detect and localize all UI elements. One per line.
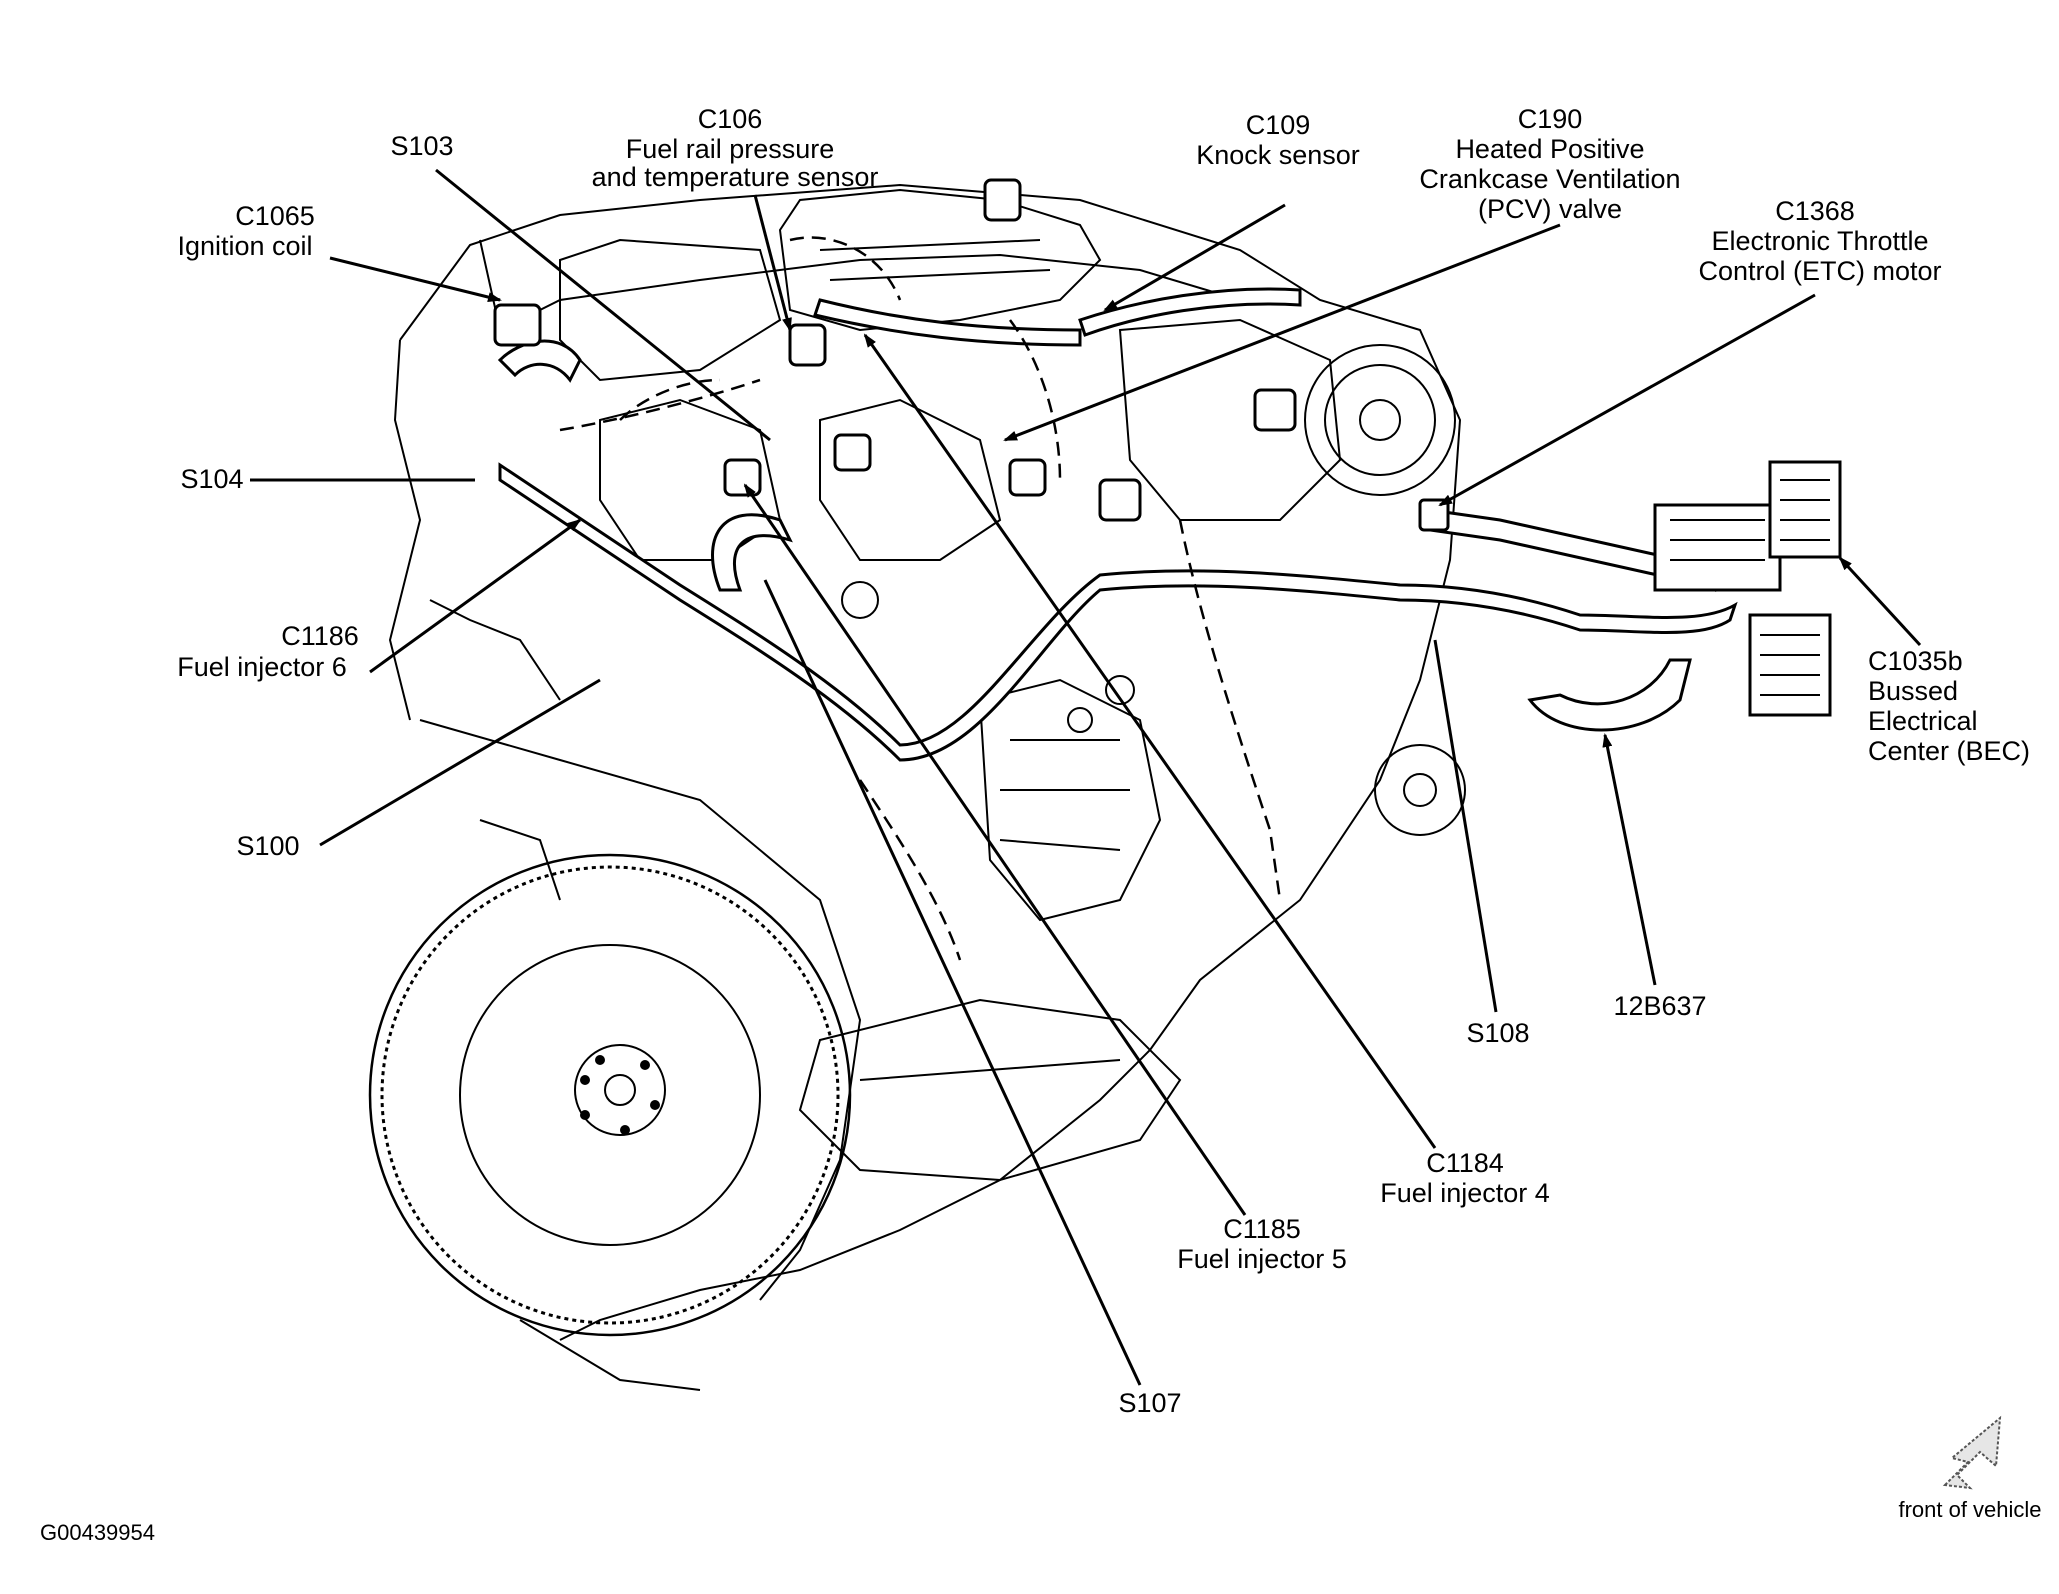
callout-c1065-code: C1065 <box>235 201 315 231</box>
callout-c106-leader <box>753 194 792 332</box>
callout-c190-desc-line1: Heated Positive <box>1455 134 1644 164</box>
callout-c190-code: C190 <box>1518 104 1583 134</box>
callout-s100-code: S100 <box>236 831 299 861</box>
callout-c109-code: C109 <box>1246 110 1311 140</box>
callout-c1186-leader <box>369 518 582 674</box>
callout-c106-desc-line2: and temperature sensor <box>592 162 879 192</box>
callout-c106: C106 Fuel rail pressure and temperature … <box>592 104 879 332</box>
callout-c1035b: C1035b Bussed Electrical Center (BEC) <box>1838 556 2030 766</box>
callout-c109: C109 Knock sensor <box>1103 110 1360 312</box>
callout-c1035b-code: C1035b <box>1868 646 1963 676</box>
callout-s103-leader <box>435 168 771 442</box>
callout-s103: S103 <box>390 131 771 442</box>
callout-s107: S107 <box>763 579 1182 1418</box>
callout-c1035b-desc-line2: Electrical <box>1868 706 1978 736</box>
callout-c1184: C1184 Fuel injector 4 <box>863 333 1550 1208</box>
callout-c190-desc-line2: Crankcase Ventilation <box>1419 164 1680 194</box>
callout-c1368: C1368 Electronic Throttle Control (ETC) … <box>1438 196 1942 507</box>
callout-s107-code: S107 <box>1118 1388 1181 1418</box>
callout-c1185-desc: Fuel injector 5 <box>1177 1244 1347 1274</box>
callout-c1184-code: C1184 <box>1426 1148 1504 1178</box>
callout-c1065-desc: Ignition coil <box>177 231 312 261</box>
callout-c1368-desc-line2: Control (ETC) motor <box>1698 256 1941 286</box>
callout-c1368-desc-line1: Electronic Throttle <box>1711 226 1928 256</box>
callout-c190: C190 Heated Positive Crankcase Ventilati… <box>1003 104 1681 442</box>
callout-c106-code: C106 <box>698 104 763 134</box>
callout-c1035b-desc-line1: Bussed <box>1868 676 1958 706</box>
callout-c109-desc: Knock sensor <box>1196 140 1360 170</box>
callout-c1035b-leader <box>1838 556 1922 647</box>
callout-s104-code: S104 <box>180 464 243 494</box>
front-of-vehicle-label: front of vehicle <box>1898 1497 2041 1522</box>
callout-c1185: C1185 Fuel injector 5 <box>743 483 1347 1274</box>
callout-s108-leader <box>1433 639 1498 1013</box>
callout-c109-leader <box>1103 203 1286 312</box>
callout-c1184-desc: Fuel injector 4 <box>1380 1178 1550 1208</box>
callout-12b637-leader <box>1602 733 1657 986</box>
callout-c1186-code: C1186 <box>281 621 359 651</box>
figure-id: G00439954 <box>40 1520 155 1545</box>
callout-s104: S104 <box>180 464 475 494</box>
engine-illustration <box>368 183 1466 1391</box>
callout-c1185-leader <box>743 483 1247 1216</box>
wiring-harness <box>493 178 1842 961</box>
callout-c1065: C1065 Ignition coil <box>177 201 502 302</box>
callout-c106-desc-line1: Fuel rail pressure <box>626 134 835 164</box>
callout-c1368-code: C1368 <box>1775 196 1855 226</box>
callout-c1035b-desc-line3: Center (BEC) <box>1868 736 2030 766</box>
callout-12b637-code: 12B637 <box>1613 991 1706 1021</box>
callout-c1065-leader <box>329 256 502 302</box>
callout-c190-leader <box>1003 223 1561 442</box>
direction-arrow-icon <box>1942 1415 2002 1490</box>
callout-s103-code: S103 <box>390 131 453 161</box>
callout-s100: S100 <box>236 678 601 861</box>
callout-c1186: C1186 Fuel injector 6 <box>177 518 582 682</box>
callout-c190-desc-line3: (PCV) valve <box>1478 194 1622 224</box>
callout-c1185-code: C1185 <box>1223 1214 1301 1244</box>
callout-s107-leader <box>763 579 1142 1386</box>
callout-c1186-desc: Fuel injector 6 <box>177 652 347 682</box>
callout-s108: S108 <box>1433 639 1530 1048</box>
callout-s108-code: S108 <box>1466 1018 1529 1048</box>
callout-12b637: 12B637 <box>1602 733 1707 1021</box>
callout-s100-leader <box>319 678 601 847</box>
callout-c1184-leader <box>863 333 1437 1149</box>
callout-c1368-leader <box>1438 293 1816 507</box>
